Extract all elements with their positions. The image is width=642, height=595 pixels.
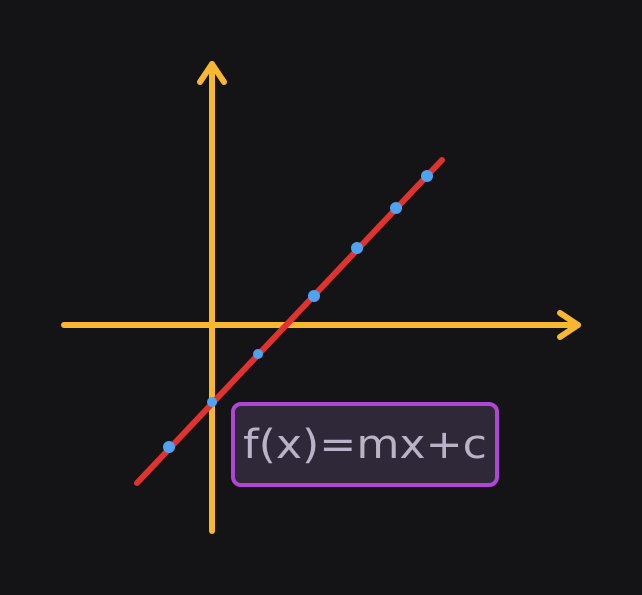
- line-point: [390, 202, 402, 214]
- formula-box-background: [231, 402, 499, 487]
- y-axis-arrow-icon: [197, 61, 227, 85]
- function-line: [134, 157, 445, 486]
- line-point: [351, 242, 363, 254]
- formula-box: f(x)=mx+c: [231, 402, 499, 487]
- line-point: [253, 349, 263, 359]
- formula-text: f(x)=mx+c: [243, 422, 487, 468]
- line-point: [308, 290, 320, 302]
- x-axis-arrow-icon: [557, 310, 581, 340]
- line-point: [421, 170, 433, 182]
- line-point: [163, 441, 175, 453]
- line-points: [163, 170, 433, 453]
- line-point: [207, 397, 217, 407]
